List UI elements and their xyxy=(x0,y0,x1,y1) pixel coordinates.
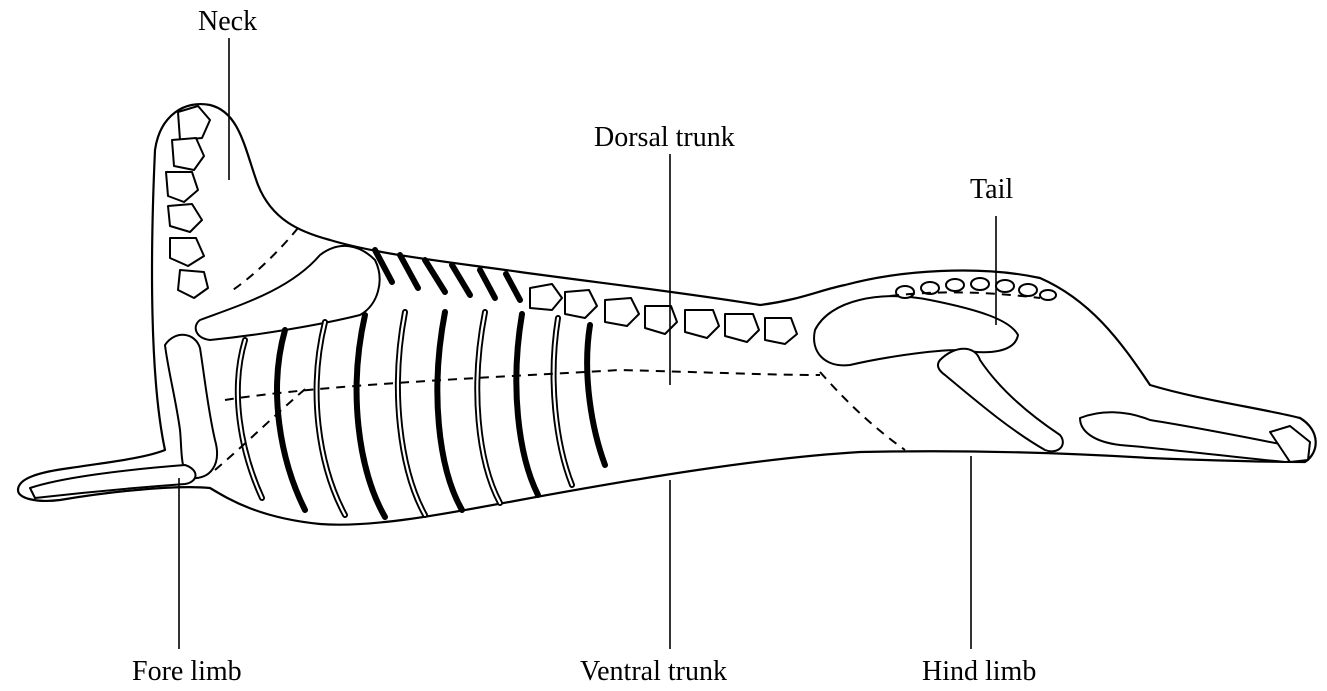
femur xyxy=(938,349,1063,452)
hind-limb-lower xyxy=(1080,412,1296,462)
pelvis xyxy=(814,296,1018,365)
fore-limb-label: Fore limb xyxy=(132,658,242,686)
hind-limb-label: Hind limb xyxy=(922,658,1036,686)
scapula xyxy=(196,246,380,340)
dorsal-trunk-label: Dorsal trunk xyxy=(594,124,735,152)
neck-vertebrae xyxy=(166,106,210,298)
neck-label: Neck xyxy=(198,8,257,36)
spinous-processes xyxy=(375,250,520,300)
fore-limb-bone xyxy=(165,335,217,478)
tail-vertebrae xyxy=(896,278,1056,300)
thoracic-vertebrae xyxy=(530,284,797,344)
rib-cage xyxy=(238,312,605,517)
ventral-trunk-label: Ventral trunk xyxy=(580,658,727,686)
tail-label: Tail xyxy=(970,176,1013,204)
